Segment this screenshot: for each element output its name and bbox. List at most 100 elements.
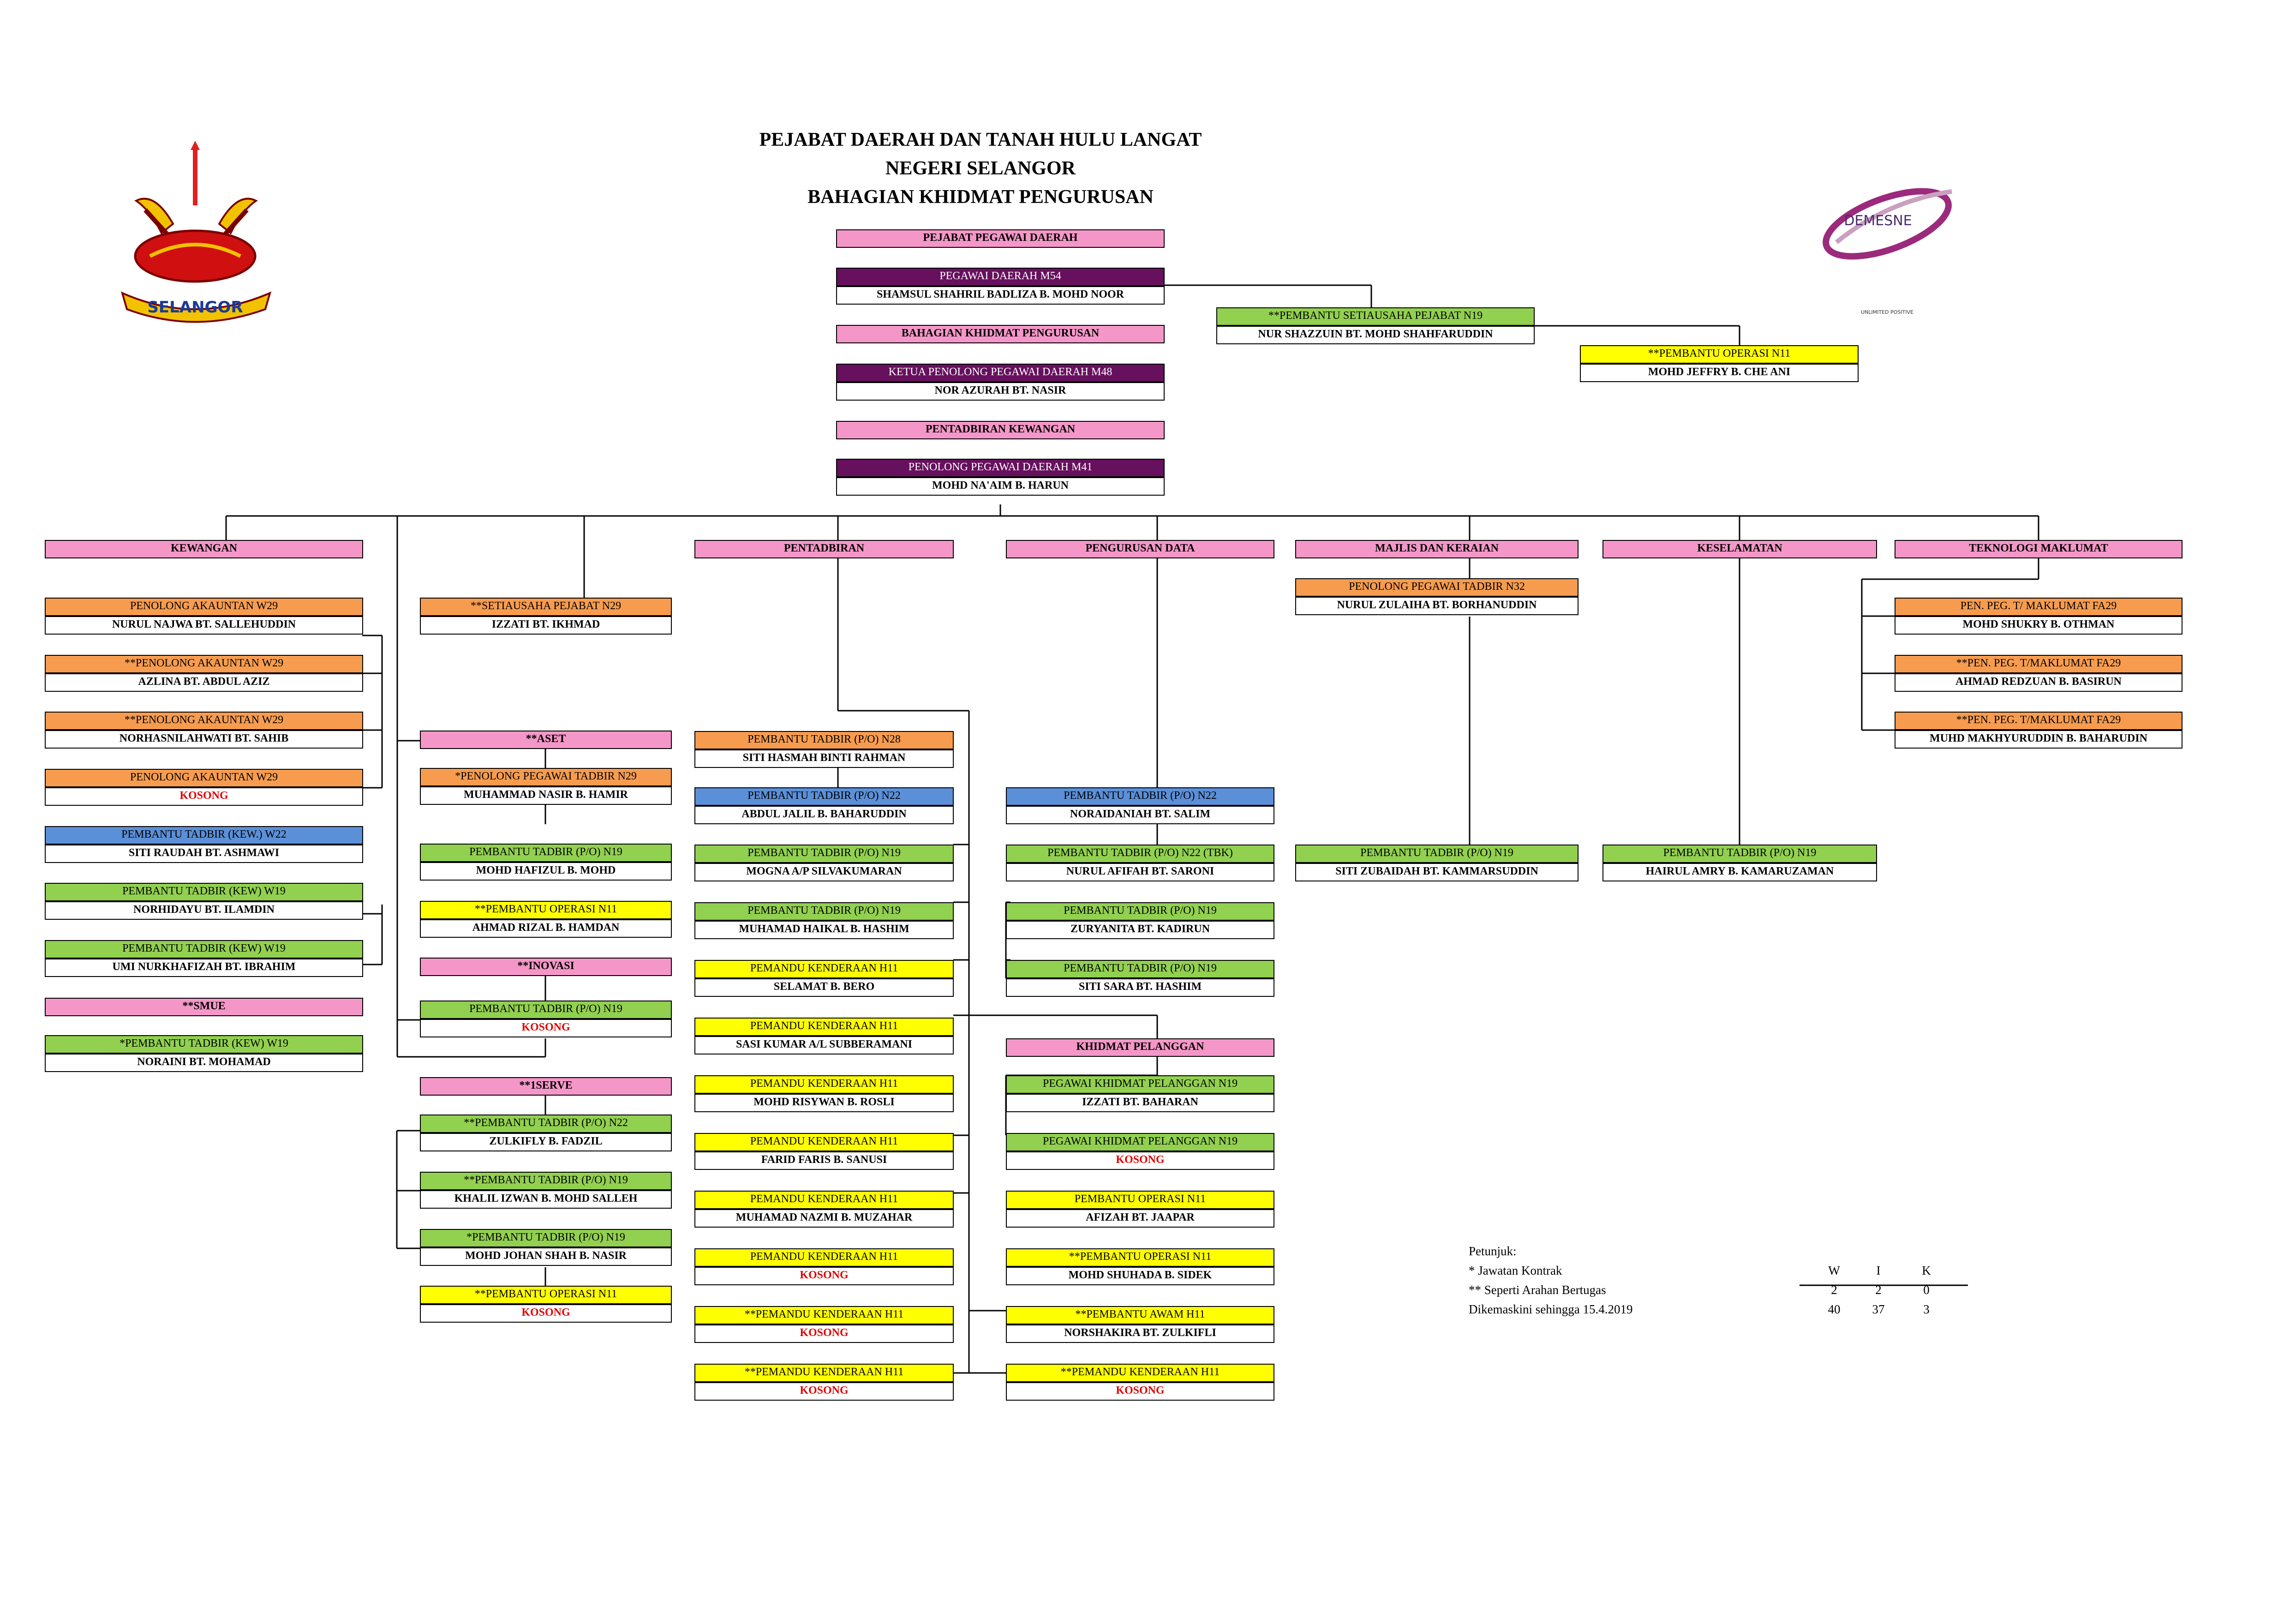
v4-title: **PEMBANTU OPERASI N11 [420, 1286, 672, 1304]
p2-title: PEMBANTU TADBIR (P/O) N22 [694, 787, 954, 806]
ks1-title: PEMBANTU TADBIR (P/O) N19 [1602, 845, 1877, 863]
c6-title: **PEMANDU KENDERAAN H11 [1006, 1364, 1274, 1382]
p8-title: PEMANDU KENDERAAN H11 [694, 1133, 954, 1151]
c3-name: AFIZAH BT. JAAPAR [1006, 1209, 1274, 1228]
v1-title: **PEMBANTU TADBIR (P/O) N22 [420, 1115, 672, 1133]
legend: Petunjuk: * Jawatan Kontrak ** Seperti A… [1469, 1241, 1976, 1334]
ks1-name: HAIRUL AMRY B. KAMARUZAMAN [1602, 863, 1877, 881]
s1-name: IZZATI BT. IKHMAD [420, 616, 672, 635]
chart-title-line1: PEJABAT DAERAH DAN TANAH HULU LANGAT [759, 129, 1202, 150]
box-pegawai-daerah-name: SHAMSUL SHAHRIL BADLIZA B. MOHD NOOR [836, 286, 1165, 305]
k1-name: NURUL NAJWA BT. SALLEHUDDIN [45, 616, 363, 635]
section-smue: **SMUE [45, 998, 363, 1016]
d1-name: NORAIDANIAH BT. SALIM [1006, 806, 1274, 824]
legend-line2: ** Seperti Arahan Bertugas [1469, 1283, 1606, 1297]
c5-title: **PEMBANTU AWAM H11 [1006, 1306, 1274, 1324]
demesne-logo-subtext: UNLIMITED POSITIVE [1861, 309, 1913, 315]
k5-name: SITI RAUDAH BT. ASHMAWI [45, 845, 363, 863]
section-1serve: **1SERVE [420, 1077, 672, 1096]
k3-name: NORHASNILAHWATI BT. SAHIB [45, 730, 363, 749]
k7-name: UMI NURKHAFIZAH BT. IBRAHIM [45, 959, 363, 977]
v2-title: **PEMBANTU TADBIR (P/O) N19 [420, 1172, 672, 1190]
box-pentadbiran-kewangan: PENTADBIRAN KEWANGAN [836, 421, 1165, 439]
p4-name: MUHAMAD HAIKAL B. HASHIM [694, 921, 954, 939]
k6-title: PEMBANTU TADBIR (KEW) W19 [45, 883, 363, 901]
p1-title: PEMBANTU TADBIR (P/O) N28 [694, 731, 954, 749]
box-po-n11-top-title: **PEMBANTU OPERASI N11 [1580, 345, 1859, 364]
v3-name: MOHD JOHAN SHAH B. NASIR [420, 1247, 672, 1266]
c3-title: PEMBANTU OPERASI N11 [1006, 1191, 1274, 1209]
d2-title: PEMBANTU TADBIR (P/O) N22 (TBK) [1006, 845, 1274, 863]
legend-row2-i: 37 [1872, 1302, 1885, 1316]
k7-title: PEMBANTU TADBIR (KEW) W19 [45, 940, 363, 959]
k4-name: KOSONG [45, 787, 363, 806]
p6-name: SASI KUMAR A/L SUBBERAMANI [694, 1036, 954, 1055]
m1-title: PENOLONG PEGAWAI TADBIR N32 [1295, 578, 1578, 597]
p2-name: ABDUL JALIL B. BAHARUDDIN [694, 806, 954, 824]
p7-title: PEMANDU KENDERAAN H11 [694, 1075, 954, 1094]
p12-name: KOSONG [694, 1382, 954, 1401]
section-khidmat-pelanggan: KHIDMAT PELANGGAN [1006, 1038, 1274, 1057]
legend-row2-k: 3 [1923, 1302, 1930, 1316]
d3-name: ZURYANITA BT. KADIRUN [1006, 921, 1274, 939]
t3-title: **PEN. PEG. T/MAKLUMAT FA29 [1895, 712, 2182, 730]
t1-name: MOHD SHUKRY B. OTHMAN [1895, 616, 2182, 635]
box-pegawai-daerah-title: PEGAWAI DAERAH M54 [836, 268, 1165, 286]
c5-name: NORSHAKIRA BT. ZULKIFLI [1006, 1324, 1274, 1343]
c6-name: KOSONG [1006, 1382, 1274, 1401]
p5-name: SELAMAT B. BERO [694, 978, 954, 997]
section-majlis-dan-keraian: MAJLIS DAN KERAIAN [1295, 540, 1578, 558]
box-psp-n19-name: NUR SHAZZUIN BT. MOHD SHAHFARUDDIN [1216, 326, 1535, 344]
legend-row2-w: 40 [1828, 1302, 1841, 1316]
k4-title: PENOLONG AKAUNTAN W29 [45, 769, 363, 787]
chart-title-line3: BAHAGIAN KHIDMAT PENGURUSAN [807, 186, 1154, 208]
selangor-crest-logo: SELANGOR [120, 141, 272, 323]
d2-name: NURUL AFIFAH BT. SARONI [1006, 863, 1274, 881]
c1-name: IZZATI BT. BAHARAN [1006, 1094, 1274, 1112]
v3-title: *PEMBANTU TADBIR (P/O) N19 [420, 1229, 672, 1247]
p9-title: PEMANDU KENDERAAN H11 [694, 1191, 954, 1209]
p3-name: MOGNA A/P SILVAKUMARAN [694, 863, 954, 881]
v1-name: ZULKIFLY B. FADZIL [420, 1133, 672, 1151]
box-ppd-m41-title: PENOLONG PEGAWAI DAERAH M41 [836, 459, 1165, 477]
demesne-logo: DEMESNE UNLIMITED POSITIVE [1823, 188, 1952, 315]
m2-name: SITI ZUBAIDAH BT. KAMMARSUDDIN [1295, 863, 1578, 881]
section-kewangan: KEWANGAN [45, 540, 363, 558]
i1-title: PEMBANTU TADBIR (P/O) N19 [420, 1001, 672, 1019]
p7-name: MOHD RISYWAN B. ROSLI [694, 1094, 954, 1112]
legend-row1-k: 0 [1923, 1283, 1930, 1297]
d4-title: PEMBANTU TADBIR (P/O) N19 [1006, 960, 1274, 978]
p6-title: PEMANDU KENDERAAN H11 [694, 1018, 954, 1036]
c4-name: MOHD SHUHADA B. SIDEK [1006, 1267, 1274, 1285]
d1-title: PEMBANTU TADBIR (P/O) N22 [1006, 787, 1274, 806]
legend-col-w: W [1828, 1264, 1840, 1277]
a3-title: **PEMBANTU OPERASI N11 [420, 901, 672, 919]
k5-title: PEMBANTU TADBIR (KEW.) W22 [45, 826, 363, 845]
p1-name: SITI HASMAH BINTI RAHMAN [694, 749, 954, 768]
c4-title: **PEMBANTU OPERASI N11 [1006, 1248, 1274, 1267]
m1-name: NURUL ZULAIHA BT. BORHANUDDIN [1295, 597, 1578, 615]
legend-heading: Petunjuk: [1469, 1244, 1517, 1258]
section-keselamatan: KESELAMATAN [1602, 540, 1877, 558]
d3-title: PEMBANTU TADBIR (P/O) N19 [1006, 902, 1274, 921]
p3-title: PEMBANTU TADBIR (P/O) N19 [694, 845, 954, 863]
a1-name: MUHAMMAD NASIR B. HAMIR [420, 786, 672, 805]
p9-name: MUHAMAD NAZMI B. MUZAHAR [694, 1209, 954, 1228]
t1-title: PEN. PEG. T/ MAKLUMAT FA29 [1895, 598, 2182, 616]
box-kppd-name: NOR AZURAH BT. NASIR [836, 382, 1165, 401]
k3-title: **PENOLONG AKAUNTAN W29 [45, 712, 363, 730]
a1-title: *PENOLONG PEGAWAI TADBIR N29 [420, 768, 672, 786]
c2-title: PEGAWAI KHIDMAT PELANGGAN N19 [1006, 1133, 1274, 1151]
section-inovasi: **INOVASI [420, 958, 672, 976]
t2-title: **PEN. PEG. T/MAKLUMAT FA29 [1895, 655, 2182, 673]
box-ppd-m41-name: MOHD NA'AIM B. HARUN [836, 477, 1165, 496]
box-pejabat-pegawai-daerah: PEJABAT PEGAWAI DAERAH [836, 229, 1165, 248]
p4-title: PEMBANTU TADBIR (P/O) N19 [694, 902, 954, 921]
i1-name: KOSONG [420, 1019, 672, 1037]
c1-title: PEGAWAI KHIDMAT PELANGGAN N19 [1006, 1075, 1274, 1094]
c2-name: KOSONG [1006, 1151, 1274, 1170]
section-aset: **ASET [420, 731, 672, 749]
a3-name: AHMAD RIZAL B. HAMDAN [420, 919, 672, 938]
t2-name: AHMAD REDZUAN B. BASIRUN [1895, 673, 2182, 692]
selangor-logo-text: SELANGOR [147, 298, 243, 317]
